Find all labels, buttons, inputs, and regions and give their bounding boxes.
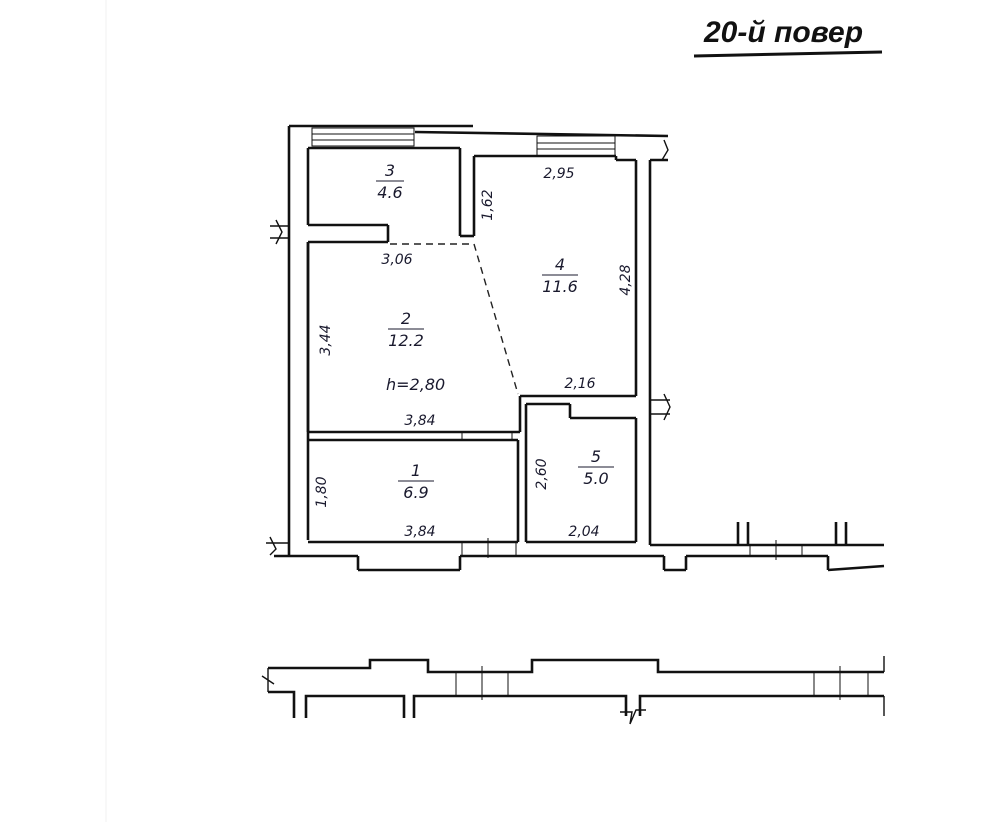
room-3-area: 4.6 (377, 183, 402, 202)
dimensions: 2,95 3,06 3,84 2,16 3,84 2,04 1,62 4,28 … (314, 166, 634, 540)
room-4-area: 11.6 (542, 277, 578, 296)
room-4-number: 4 (555, 255, 565, 274)
outer-walls (274, 124, 885, 572)
windows (311, 127, 803, 560)
break-symbols (266, 139, 671, 556)
room-1-number: 1 (411, 461, 421, 480)
dim-room4-bottom: 2,16 (564, 376, 595, 392)
dim-room3-side: 1,62 (480, 189, 496, 220)
floor-title: 20-й повер (693, 16, 883, 58)
room-2-number: 2 (401, 309, 411, 328)
dim-room1-width: 3,84 (404, 524, 435, 540)
floor-title-text: 20-й повер (703, 16, 863, 49)
dashed-partition (390, 243, 519, 395)
dim-room2-side: 3,44 (318, 324, 334, 355)
ceiling-height: h=2,80 (386, 375, 445, 394)
dim-room1-height: 1,80 (314, 476, 330, 507)
room-1-label: 1 6.9 (398, 461, 434, 502)
room-5-label: 5 5.0 (578, 447, 614, 488)
room-4-label: 4 11.6 (542, 255, 578, 296)
dim-room5-side: 2,60 (534, 458, 550, 489)
room-2-label: 2 12.2 h=2,80 (386, 309, 445, 394)
crop-mask (886, 0, 988, 822)
dim-room4-side: 4,28 (618, 264, 634, 295)
corridor-wall (261, 656, 885, 725)
dim-room2-bottom: 3,84 (404, 413, 435, 429)
room-5-area: 5.0 (583, 469, 608, 488)
dim-room4-top: 2,95 (543, 166, 574, 182)
dim-room2-top: 3,06 (381, 252, 412, 268)
room-3-label: 3 4.6 (376, 161, 404, 202)
dim-room5-bottom: 2,04 (568, 524, 599, 540)
room-2-area: 12.2 (388, 331, 424, 350)
room-1-area: 6.9 (403, 483, 428, 502)
room-3-number: 3 (385, 161, 395, 180)
room-5-number: 5 (591, 447, 601, 466)
